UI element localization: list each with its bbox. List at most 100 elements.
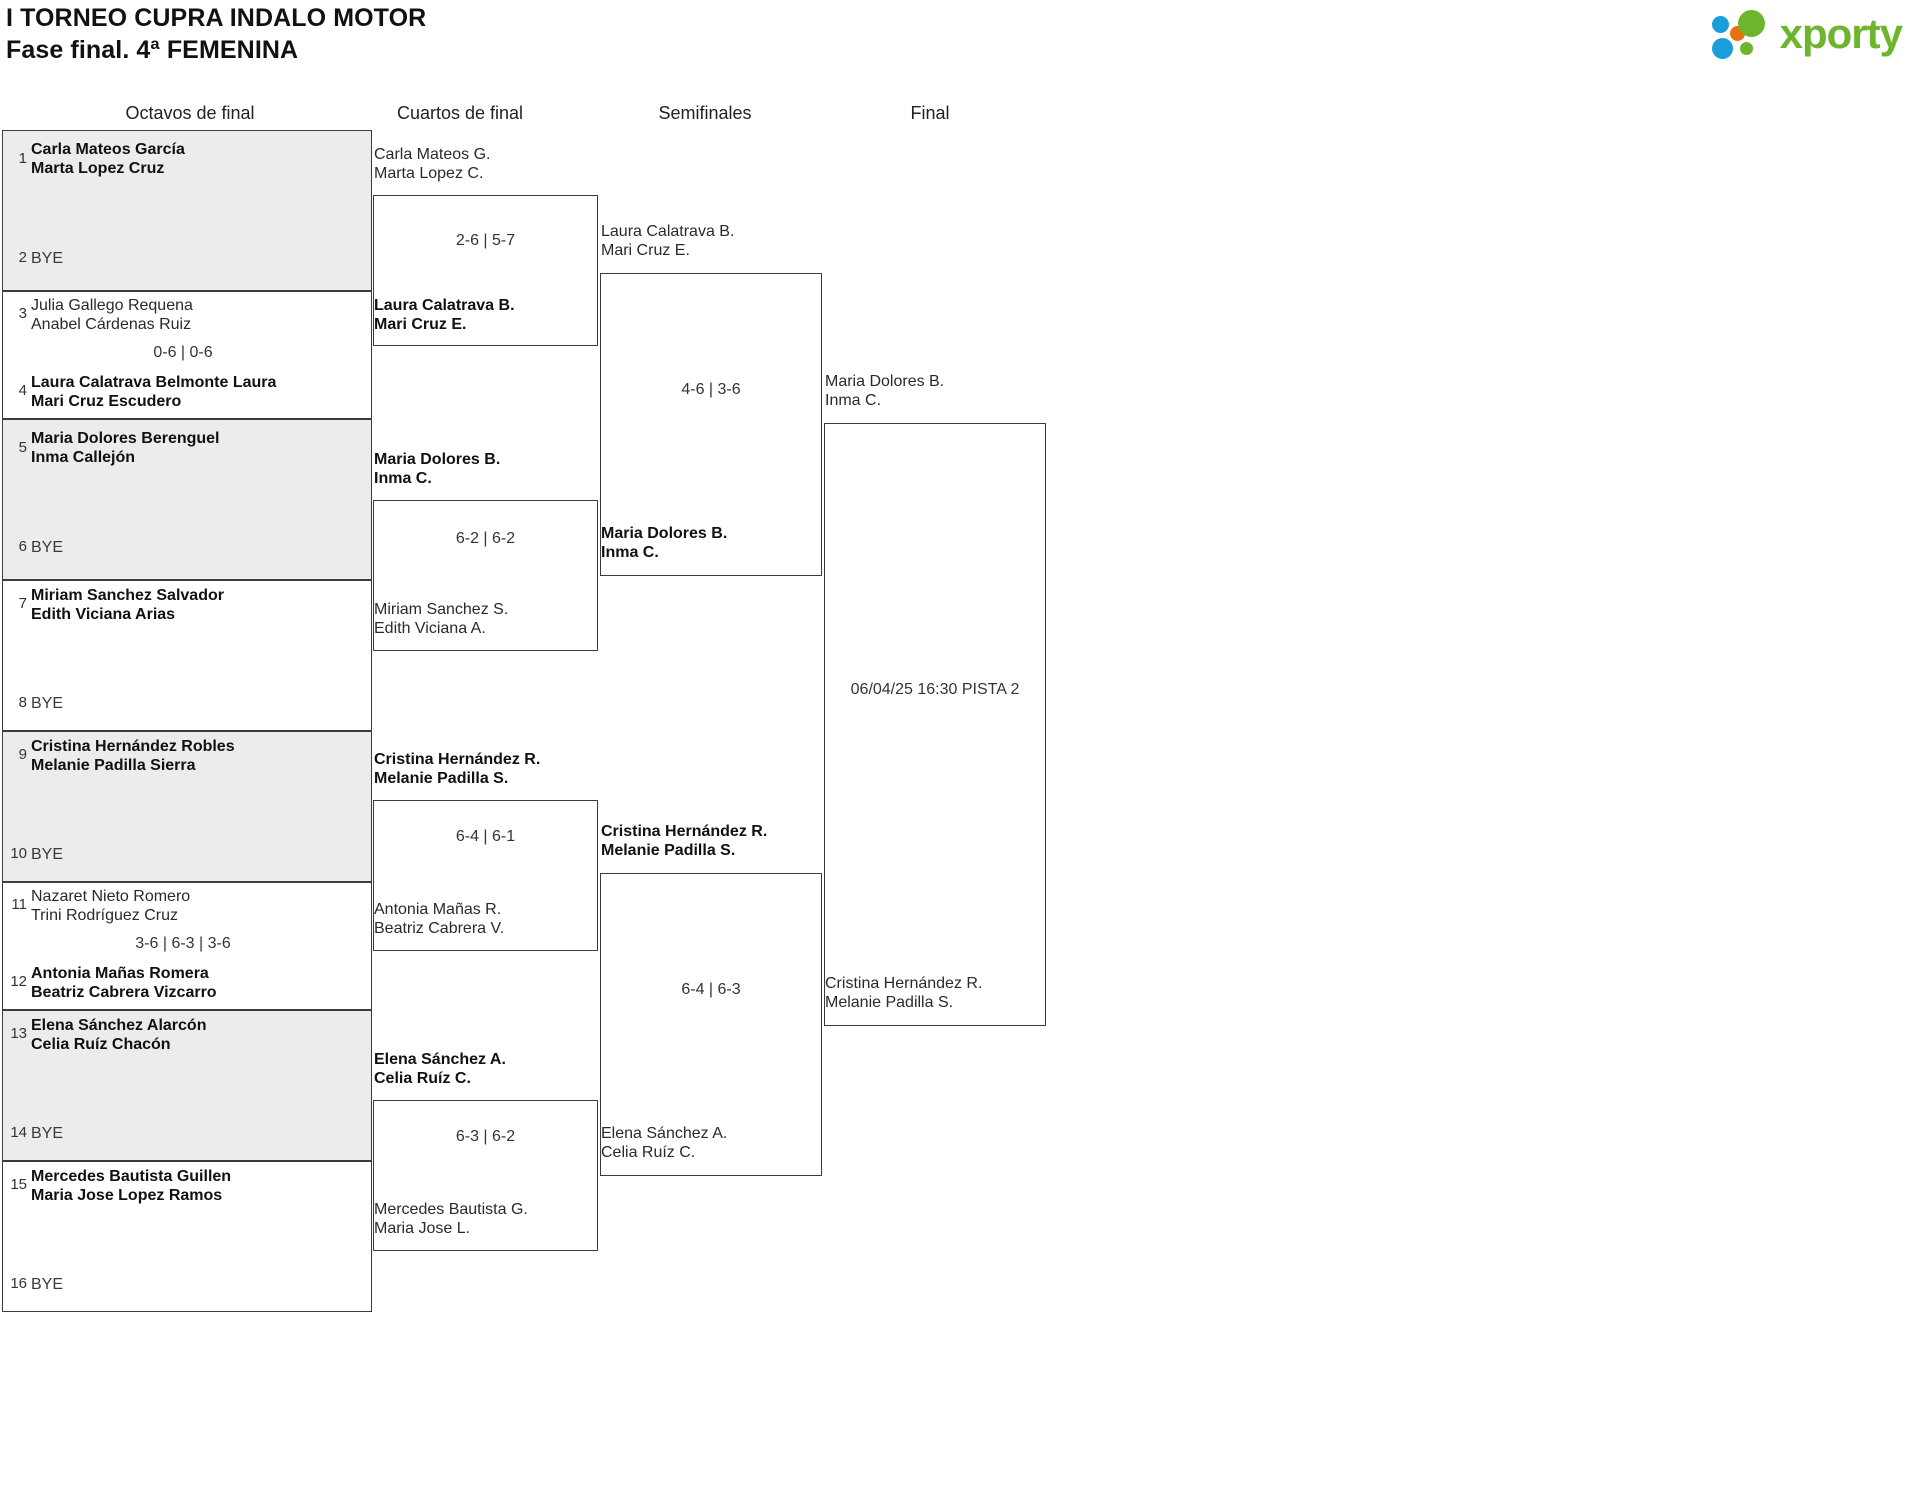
r3-match-1-bottom-line2: Inma C. [601,544,659,561]
team-line: Antonia Mañas Romera [31,965,209,982]
final-schedule: 06/04/25 16:30 PISTA 2 [850,681,1020,698]
round-header-semifinales: Semifinales [658,103,752,123]
team-line: Nazaret Nieto Romero [31,888,191,905]
logo-wordmark: xporty [1779,10,1903,57]
seed-number: 14 [10,1124,27,1141]
r2-match-2-bottom-line2: Edith Viciana A. [374,620,486,637]
r1-match-5[interactable]: 9 Cristina Hernández Robles Melanie Padi… [2,731,372,882]
r2-match-3-top-line2: Melanie Padilla S. [374,770,509,787]
seed-number: 16 [10,1275,27,1292]
r1-match-4[interactable]: 7 Miriam Sanchez Salvador Edith Viciana … [2,580,372,731]
seed-number: 12 [10,973,27,990]
r2-match-4-box[interactable] [373,1100,598,1251]
team-line: Carla Mateos García [31,141,185,158]
team-line: Inma Callejón [31,449,136,466]
r3-match-1-bottom-line1: Maria Dolores B. [601,525,728,542]
r2-match-2-box[interactable] [373,500,598,651]
r3-match-2-score: 6-4 | 6-3 [681,981,741,998]
seed-number: 4 [18,382,27,399]
seed-number: 15 [10,1176,27,1193]
r4-final-top-line2: Inma C. [825,392,882,409]
logo-dots-icon [1711,8,1774,60]
r1-match-8[interactable]: 15 Mercedes Bautista Guillen Maria Jose … [2,1161,372,1312]
team-line: Edith Viciana Arias [31,606,176,623]
team-line: BYE [31,539,64,556]
r2-match-2-top-line1: Maria Dolores B. [374,451,501,468]
seed-number: 1 [18,150,27,167]
r2-match-1-bottom-line2: Mari Cruz E. [374,316,467,333]
match-score: 0-6 | 0-6 [153,344,213,361]
team-line: BYE [31,695,64,712]
team-line: Celia Ruíz Chacón [31,1036,171,1053]
team-line: BYE [31,250,64,267]
r3-match-2-top-line2: Melanie Padilla S. [601,842,736,859]
team-line: Miriam Sanchez Salvador [31,587,224,604]
team-line: Laura Calatrava Belmonte Laura [31,374,277,391]
seed-number: 13 [10,1025,27,1042]
page-title: I TORNEO CUPRA INDALO MOTOR Fase final. … [6,2,426,66]
team-line: BYE [31,846,64,863]
seed-number: 10 [10,845,27,862]
round-header-octavos: Octavos de final [125,103,255,123]
seed-number: 3 [18,305,27,322]
r1-match-3[interactable]: 5 Maria Dolores Berenguel Inma Callejón … [2,419,372,580]
r1-match-2[interactable]: 3 Julia Gallego Requena Anabel Cárdenas … [2,291,372,419]
round-header-cuartos: Cuartos de final [396,103,524,123]
r3-match-2-top-line1: Cristina Hernández R. [601,823,768,840]
r3-match-1-score: 4-6 | 3-6 [681,381,741,398]
seed-number: 11 [11,896,27,913]
r3-match-2-box[interactable] [600,873,822,1176]
team-line: Mari Cruz Escudero [31,393,182,410]
seed-number: 7 [18,595,27,612]
match-score: 3-6 | 6-3 | 3-6 [135,935,231,952]
seed-number: 2 [18,249,27,266]
r2-match-3-score: 6-4 | 6-1 [455,828,516,845]
r2-match-4-bottom-line2: Maria Jose L. [374,1220,471,1237]
team-line: Julia Gallego Requena [31,297,193,314]
team-line: Anabel Cárdenas Ruiz [31,316,192,333]
team-line: Elena Sánchez Alarcón [31,1017,207,1034]
team-line: BYE [31,1276,64,1293]
team-line: Cristina Hernández Robles [31,738,235,755]
xporty-logo[interactable]: xporty [1711,8,1903,60]
r3-match-1-top-line1: Laura Calatrava B. [601,223,735,240]
team-line: Trini Rodríguez Cruz [31,907,179,924]
r4-final-top-line1: Maria Dolores B. [825,373,945,390]
r4-final-box[interactable] [824,423,1046,1026]
r1-match-1[interactable]: 1 Carla Mateos García Marta Lopez Cruz 2… [2,130,372,291]
r2-match-2-bottom-line1: Miriam Sanchez S. [374,601,509,618]
seed-number: 9 [18,746,27,763]
r4-final-bottom-line1: Cristina Hernández R. [825,975,983,992]
seed-number: 8 [18,694,27,711]
tournament-name: I TORNEO CUPRA INDALO MOTOR [6,4,427,32]
r3-match-1-box[interactable] [600,273,822,576]
team-line: BYE [31,1125,64,1142]
r1-match-6[interactable]: 11 Nazaret Nieto Romero Trini Rodríguez … [2,882,372,1010]
seed-number: 5 [18,439,27,456]
r2-match-4-bottom-line1: Mercedes Bautista G. [374,1201,528,1218]
team-line: Mercedes Bautista Guillen [31,1168,232,1185]
tournament-phase: Fase final. 4ª FEMENINA [6,36,299,64]
r2-match-3-top-line1: Cristina Hernández R. [374,751,541,768]
r2-match-2-score: 6-2 | 6-2 [455,530,516,547]
round-header-final: Final [910,103,950,123]
team-line: Beatriz Cabrera Vizcarro [31,984,217,1001]
r2-match-1-top-line1: Carla Mateos G. [374,146,491,163]
r2-match-1-top-line2: Marta Lopez C. [374,165,484,182]
r2-match-4-top-line1: Elena Sánchez A. [374,1051,506,1068]
team-line: Maria Dolores Berenguel [31,430,220,447]
r2-match-3-box[interactable] [373,800,598,951]
r2-match-4-score: 6-3 | 6-2 [455,1128,516,1145]
r4-final-bottom-line2: Melanie Padilla S. [825,994,954,1011]
r2-match-1-box[interactable] [373,195,598,346]
r2-match-3-bottom-line1: Antonia Mañas R. [374,901,502,918]
r3-match-1-top-line2: Mari Cruz E. [601,242,690,259]
r2-match-1-score: 2-6 | 5-7 [455,232,516,249]
team-line: Marta Lopez Cruz [31,160,165,177]
r2-match-1-bottom-line1: Laura Calatrava B. [374,297,515,314]
seed-number: 6 [18,538,27,555]
team-line: Melanie Padilla Sierra [31,757,196,774]
r1-match-7[interactable]: 13 Elena Sánchez Alarcón Celia Ruíz Chac… [2,1010,372,1161]
r3-match-2-bottom-line2: Celia Ruíz C. [601,1144,696,1161]
